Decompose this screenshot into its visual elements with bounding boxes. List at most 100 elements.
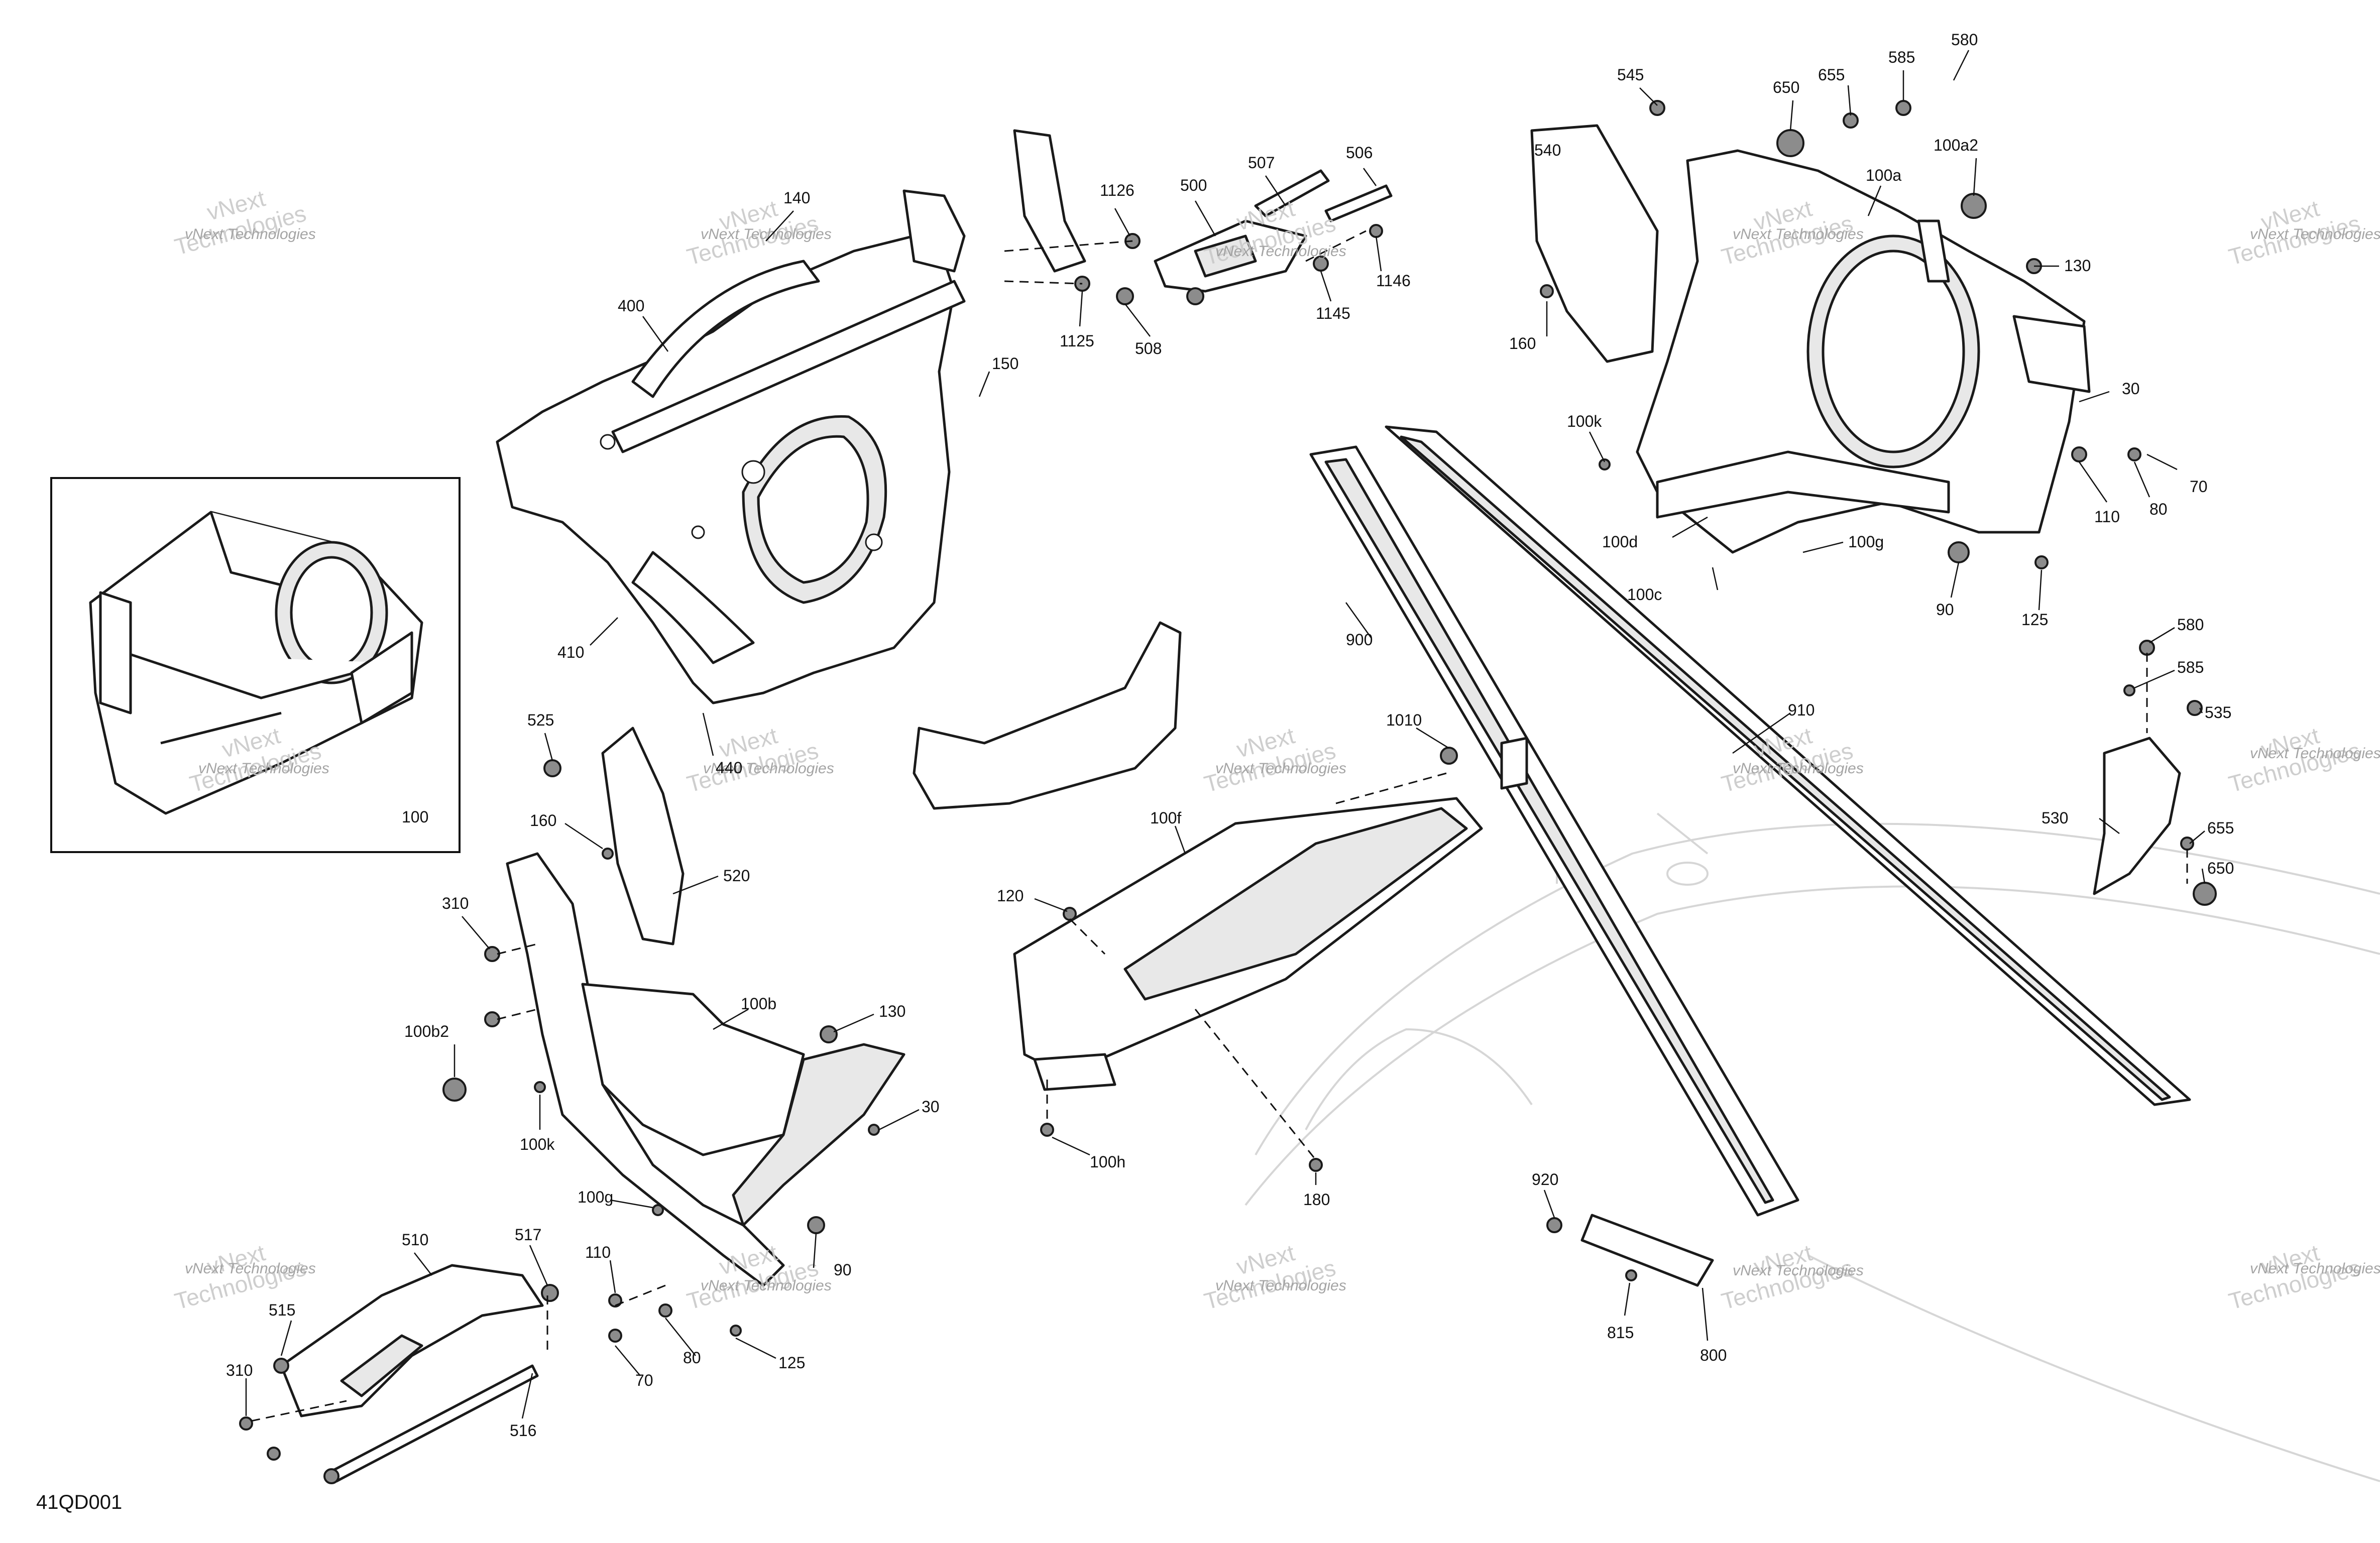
callout-440: 440 bbox=[716, 759, 742, 777]
callout-180: 180 bbox=[1303, 1191, 1330, 1209]
callout-655: 655 bbox=[2207, 819, 2234, 837]
callout-507: 507 bbox=[1248, 154, 1275, 172]
callout-150: 150 bbox=[992, 354, 1018, 373]
callout-580: 580 bbox=[2177, 616, 2204, 634]
callout-100a: 100a bbox=[1866, 166, 1901, 184]
watermark-caption: vNext Technologies bbox=[1215, 1277, 1346, 1294]
callout-530: 530 bbox=[2042, 809, 2068, 827]
callout-508: 508 bbox=[1135, 339, 1162, 358]
callout-540: 540 bbox=[1534, 141, 1561, 159]
callout-100h: 100h bbox=[1090, 1153, 1125, 1171]
watermark-caption: vNext Technologies bbox=[198, 760, 329, 777]
callout-100g: 100g bbox=[578, 1188, 613, 1206]
watermark-caption: vNext Technologies bbox=[1215, 760, 1346, 777]
inset-label: 100 bbox=[402, 808, 428, 826]
callout-1126: 1126 bbox=[1100, 181, 1135, 199]
watermark-group: vNext Technologies bbox=[1201, 1239, 1338, 1315]
callout-510: 510 bbox=[402, 1231, 428, 1249]
callout-900: 900 bbox=[1346, 631, 1373, 649]
mount-bracket-500 bbox=[1004, 169, 1393, 305]
callout-30: 30 bbox=[922, 1098, 940, 1116]
callout-920: 920 bbox=[1532, 1170, 1558, 1189]
leader-lines bbox=[245, 50, 2206, 1419]
upper-right-frame-100a bbox=[1530, 100, 2141, 569]
watermark-group: vNext Technologies bbox=[684, 722, 821, 797]
callout-90: 90 bbox=[834, 1261, 852, 1279]
callout-110: 110 bbox=[585, 1243, 611, 1261]
callout-1125: 1125 bbox=[1060, 332, 1094, 350]
callout-1146: 1146 bbox=[1376, 272, 1411, 290]
callout-125: 125 bbox=[2021, 611, 2048, 629]
callout-80: 80 bbox=[2149, 500, 2168, 518]
callout-100f: 100f bbox=[1150, 809, 1181, 827]
callout-120: 120 bbox=[997, 887, 1024, 905]
callout-100b2: 100b2 bbox=[404, 1022, 449, 1040]
inset-frame bbox=[50, 477, 461, 853]
callout-70: 70 bbox=[2190, 478, 2208, 496]
callout-160: 160 bbox=[1509, 334, 1536, 352]
watermark-caption: vNext Technologies bbox=[2250, 745, 2380, 762]
callout-labels: 545 580 655 585 650 540 100a2 100a 130 1… bbox=[226, 31, 2234, 1440]
callout-100g: 100g bbox=[1848, 533, 1884, 551]
inset-frame-drawing bbox=[89, 511, 423, 815]
callout-800: 800 bbox=[1700, 1346, 1727, 1364]
watermark-caption: vNext Technologies bbox=[701, 1277, 832, 1294]
drawing-reference-id: 41QD001 bbox=[36, 1491, 122, 1513]
watermark-caption: vNext Technologies bbox=[185, 226, 316, 243]
callout-655: 655 bbox=[1818, 66, 1845, 84]
callout-160: 160 bbox=[530, 811, 556, 829]
vehicle-body-ghost bbox=[1244, 812, 2380, 1482]
lower-bracket-510 bbox=[239, 1264, 559, 1484]
callout-580: 580 bbox=[1951, 31, 1978, 49]
callout-310: 310 bbox=[442, 894, 469, 912]
callout-130: 130 bbox=[2064, 257, 2091, 275]
callout-650: 650 bbox=[1773, 78, 1799, 96]
callout-515: 515 bbox=[269, 1301, 295, 1319]
watermark-caption: vNext Technologies bbox=[703, 760, 834, 777]
watermark-caption: vNext Technologies bbox=[1733, 760, 1864, 777]
callout-525: 525 bbox=[527, 711, 554, 729]
callout-545: 545 bbox=[1617, 66, 1644, 84]
callout-815: 815 bbox=[1607, 1324, 1634, 1342]
callout-1010: 1010 bbox=[1386, 711, 1422, 729]
watermark-group: vNext Technologies bbox=[1201, 722, 1338, 797]
watermark-caption: vNext Technologies bbox=[1733, 226, 1864, 243]
callout-585: 585 bbox=[1888, 48, 1915, 66]
callout-650: 650 bbox=[2207, 859, 2234, 877]
watermark-caption: vNext Technologies bbox=[185, 1260, 316, 1277]
callout-516: 516 bbox=[510, 1421, 536, 1440]
front-frame-400 bbox=[496, 129, 1086, 704]
callout-100c: 100c bbox=[1627, 585, 1662, 604]
callout-410: 410 bbox=[557, 643, 584, 661]
callout-70: 70 bbox=[635, 1371, 653, 1389]
callout-100k: 100k bbox=[520, 1135, 555, 1153]
lower-left-frame-100b bbox=[442, 727, 905, 1343]
callout-100b: 100b bbox=[741, 995, 776, 1013]
right-bracket-530 bbox=[2093, 640, 2217, 906]
inset-assembly-100: 100 bbox=[50, 477, 461, 853]
center-plates-100f bbox=[913, 621, 1483, 1172]
callout-910: 910 bbox=[1788, 701, 1815, 719]
watermark-caption: vNext Technologies bbox=[2250, 1260, 2380, 1277]
callout-90: 90 bbox=[1936, 601, 1954, 619]
watermark-caption: vNext Technologies bbox=[701, 226, 832, 243]
callout-400: 400 bbox=[618, 297, 644, 315]
side-rails-900-910 bbox=[1309, 425, 2191, 1287]
callout-500: 500 bbox=[1180, 176, 1207, 194]
watermark-caption: vNext Technologies bbox=[1215, 243, 1346, 260]
callout-585: 585 bbox=[2177, 658, 2204, 676]
callout-100d: 100d bbox=[1602, 533, 1638, 551]
callout-100k: 100k bbox=[1567, 412, 1602, 430]
callout-535: 535 bbox=[2205, 703, 2231, 722]
callout-125: 125 bbox=[778, 1354, 805, 1372]
callout-130: 130 bbox=[879, 1002, 905, 1020]
callout-140: 140 bbox=[783, 189, 810, 207]
watermark-caption: vNext Technologies bbox=[1733, 1262, 1864, 1279]
callout-506: 506 bbox=[1346, 144, 1373, 162]
callout-30: 30 bbox=[2122, 380, 2140, 398]
callout-110: 110 bbox=[2094, 508, 2120, 526]
callout-100a2: 100a2 bbox=[1934, 136, 1978, 154]
callout-520: 520 bbox=[723, 867, 750, 885]
callout-80: 80 bbox=[683, 1349, 701, 1367]
